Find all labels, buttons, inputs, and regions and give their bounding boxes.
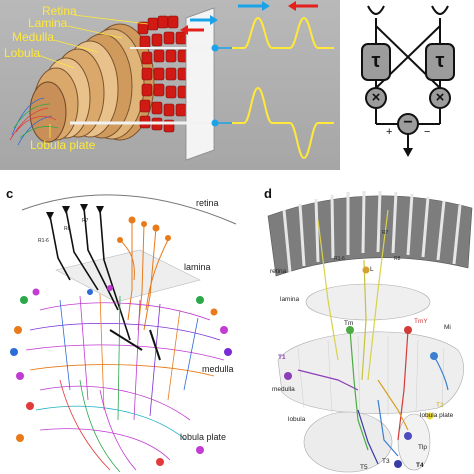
label-retina-c: retina	[196, 198, 219, 208]
label-lobula-plate: Lobula plate	[30, 138, 96, 152]
lamina-cell-bodies	[117, 216, 171, 243]
retina-arc	[21, 194, 237, 225]
lobula-neuropil	[303, 411, 393, 473]
receptor-left	[367, 5, 385, 15]
lobula-plate-neuropil	[397, 413, 431, 471]
label-r8: R8	[64, 226, 71, 232]
label-r7-d: R7	[382, 230, 389, 236]
label-medulla-d: medulla	[272, 386, 295, 393]
label-lamina-c: lamina	[184, 262, 211, 272]
label-retina: Retina	[42, 4, 77, 18]
panel-c-golgi-neurons: c retina lamina medulla lobula plate R7 …	[0, 180, 254, 474]
motion-arrows	[180, 1, 318, 35]
lamina-sheet	[55, 249, 201, 303]
photoreceptor-tips	[46, 204, 104, 220]
medulla-layers	[297, 335, 445, 417]
minus-sign: −	[424, 126, 431, 138]
label-r8-d: R8	[394, 256, 401, 262]
label-cell-mi: Mi	[444, 324, 451, 331]
lamina-neuropil	[305, 283, 431, 321]
delay-symbol-right: τ	[435, 50, 445, 72]
panel-d-illustration	[267, 190, 473, 473]
label-r7: R7	[82, 218, 89, 224]
retina-columns	[267, 190, 473, 277]
panel-a-illustration	[9, 1, 334, 161]
label-lobula: Lobula	[4, 46, 41, 60]
label-lamina-d: lamina	[280, 296, 300, 303]
multiplier-right	[429, 87, 451, 109]
panel-b-reichardt-detector: τ τ × × − + −	[346, 0, 474, 170]
label-cell-t1: T1	[278, 354, 286, 361]
panel-d-cell-types: d retina lamina medulla lobula lobula pl…	[258, 180, 474, 474]
label-cell-t3: T3	[382, 458, 390, 465]
label-cell-l: L	[370, 266, 374, 273]
label-cell-tm: Tm	[344, 320, 354, 327]
label-lobula-plate-d: lobula plate	[420, 412, 454, 419]
panel-c-illustration	[10, 194, 237, 473]
label-lobula-plate-c: lobula plate	[180, 432, 227, 442]
delay-symbol-left: τ	[371, 50, 381, 72]
label-retina-d: retina	[270, 268, 287, 275]
cell-bodies	[10, 285, 232, 466]
label-medulla: Medulla	[12, 30, 55, 44]
label-leaders	[37, 14, 149, 138]
receptor-right	[431, 5, 449, 15]
d-cell-bodies	[284, 266, 438, 468]
multiplier-left	[365, 87, 387, 109]
label-cell-t2: T2	[436, 402, 444, 409]
response-traces	[232, 16, 334, 160]
neuron-tufts	[9, 97, 59, 146]
detector-circuit	[361, 5, 455, 157]
label-cell-tmy: TmY	[414, 318, 428, 325]
label-lamina: Lamina	[28, 16, 68, 30]
panel-letter-d: d	[264, 186, 272, 201]
output-arrow	[403, 148, 413, 157]
label-lobula-d: lobula	[288, 416, 306, 423]
medulla-neuropil	[277, 331, 464, 414]
panel-letter-c: c	[6, 186, 14, 201]
multiply-symbol-left: ×	[371, 89, 381, 106]
label-cell-tlp: Tlp	[418, 444, 428, 451]
cell-type-neurons	[297, 209, 449, 465]
label-medulla-c: medulla	[202, 364, 234, 374]
lobula-plate-neurons	[35, 379, 191, 473]
subtractor	[397, 113, 419, 135]
subtract-symbol: −	[403, 114, 413, 131]
label-cell-t5: T5	[360, 464, 368, 471]
multiply-symbol-right: ×	[435, 89, 445, 106]
medulla-neurons	[25, 293, 225, 421]
label-r1-6: R1-6	[38, 238, 49, 244]
delay-filter-right	[425, 43, 455, 81]
electrodes	[70, 44, 232, 127]
label-r1-6-d: R1-6	[334, 256, 345, 262]
plus-sign: +	[386, 126, 393, 138]
neuropil-stack	[29, 23, 155, 143]
label-cell-t4: T4	[416, 462, 424, 469]
panel-a-fly-visual-system: Retina Lamina Medulla Lobula Lobula plat…	[0, 0, 340, 170]
delay-filter-left	[361, 43, 391, 81]
